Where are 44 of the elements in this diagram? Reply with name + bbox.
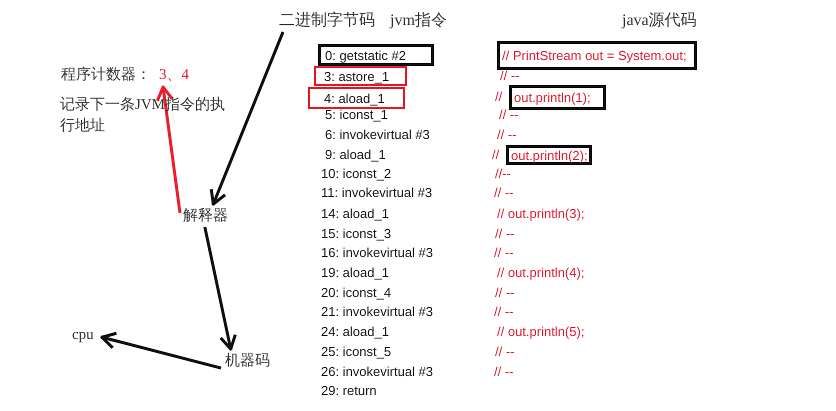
bytecode-instruction: 21: invokevirtual #3 [321, 304, 434, 319]
source-comment: // out.println(5); [497, 324, 584, 339]
bytecode-instruction: 11: invokevirtual #3 [321, 185, 432, 200]
bytecode-instruction: 16: invokevirtual #3 [321, 245, 434, 260]
bytecode-instruction: 25: iconst_5 [321, 344, 392, 359]
highlighted-instruction: 4: aload_1 [308, 87, 405, 109]
source-comment: // -- [500, 68, 520, 83]
source-comment: // -- [494, 304, 514, 319]
source-comment: // -- [494, 364, 514, 379]
column-heading: 二进制字节码 [276, 10, 380, 32]
bytecode-instruction: 6: invokevirtual #3 [325, 127, 430, 142]
arrow [100, 332, 222, 370]
program-counter-text: 程序计数器： 3、4 [58, 64, 190, 86]
highlighted-instruction: 3: astore_1 [314, 66, 407, 86]
bytecode-instruction: 14: aload_1 [321, 206, 389, 221]
column-heading: java源代码 [622, 12, 697, 30]
arrow [203, 226, 237, 351]
bytecode-instruction: 19: aload_1 [321, 265, 389, 280]
machine-code-label: 机器码 [221, 350, 276, 372]
cpu-label: cpu [69, 325, 101, 345]
bytecode-instruction: 5: iconst_1 [325, 107, 388, 122]
bytecode-instruction: 20: iconst_4 [321, 285, 392, 300]
highlighted-instruction: 0: getstatic #2 [318, 44, 434, 66]
bytecode-instruction: 26: invokevirtual #3 [321, 364, 434, 379]
source-comment: // [495, 89, 502, 104]
source-comment: // -- [499, 107, 518, 122]
source-comment: //-- [495, 166, 511, 181]
bytecode-instruction: 15: iconst_3 [321, 226, 392, 241]
source-comment: // -- [495, 226, 514, 241]
source-comment: // -- [495, 344, 514, 359]
bytecode-instruction: 24: aload_1 [321, 324, 389, 339]
source-comment: // -- [495, 285, 514, 300]
bytecode-instruction: 10: iconst_2 [321, 166, 392, 181]
source-comment: // out.println(3); [497, 206, 584, 221]
bytecode-instruction: 9: aload_1 [325, 147, 386, 162]
arrow [210, 31, 284, 206]
column-heading: jvm指令 [390, 12, 447, 30]
source-comment: // -- [497, 127, 516, 142]
source-comment: // [492, 147, 500, 162]
source-comment: // -- [494, 245, 514, 260]
bytecode-instruction: 29: return [321, 383, 377, 398]
source-comment: // out.println(4); [497, 265, 584, 280]
interpreter-label: 解释器 [180, 205, 234, 227]
source-comment: // -- [494, 185, 514, 200]
